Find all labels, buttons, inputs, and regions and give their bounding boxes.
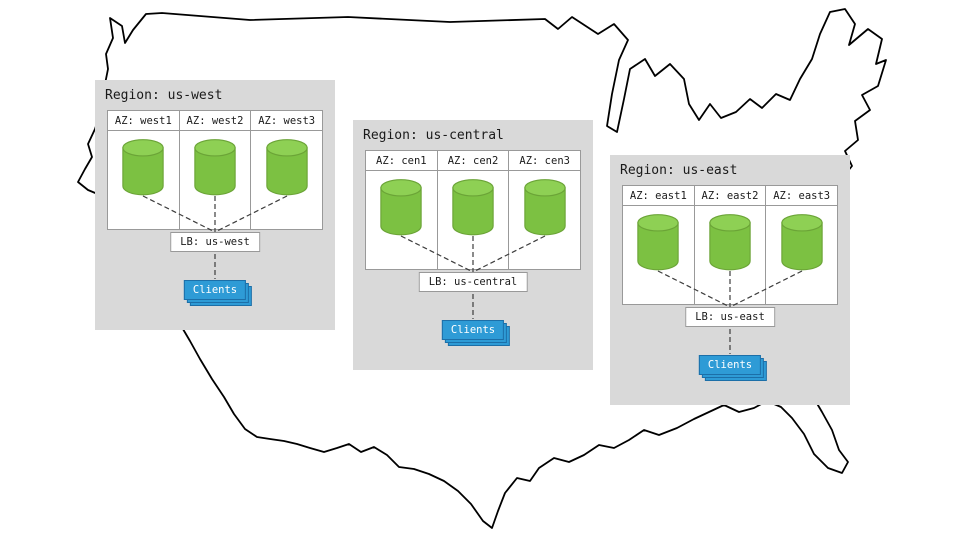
clients-label: Clients [192,284,238,296]
database-cylinder-icon [709,214,751,271]
clients-box: Clients [441,320,505,340]
az-panel: AZ: west1 AZ: west2 AZ: west3 [107,110,323,230]
az-column: AZ: east1 [623,186,695,304]
az-column: AZ: west1 [108,111,180,229]
az-column: AZ: cen3 [509,151,581,269]
az-panel: AZ: east1 AZ: east2 AZ: east3 [622,185,838,305]
clients-box: Clients [183,280,247,300]
az-label: AZ: west3 [251,111,323,131]
az-column: AZ: cen1 [366,151,438,269]
region-us-central: Region: us-central AZ: cen1 AZ: cen2 AZ:… [353,120,593,370]
region-title: Region: us-west [105,88,223,103]
az-column: AZ: east3 [766,186,838,304]
database-cylinder-icon [523,179,566,236]
database-cylinder-icon [122,139,165,196]
database-cylinder-icon [194,139,236,196]
database-cylinder-icon [780,214,823,271]
az-column: AZ: west2 [179,111,252,229]
az-label: AZ: east3 [766,186,838,206]
database-cylinder-icon [452,179,494,236]
database-cylinder-icon [380,179,423,236]
az-panel: AZ: cen1 AZ: cen2 AZ: cen3 [365,150,581,270]
az-label: AZ: west2 [179,111,251,131]
clients-box: Clients [698,355,762,375]
load-balancer-box: LB: us-west [170,232,260,252]
az-label: AZ: west1 [108,111,179,131]
clients-label: Clients [707,359,753,371]
az-label: AZ: cen3 [509,151,581,171]
az-label: AZ: cen2 [437,151,509,171]
az-column: AZ: east2 [694,186,767,304]
region-us-west: Region: us-west AZ: west1 AZ: west2 AZ: … [95,80,335,330]
clients-label: Clients [450,324,496,336]
database-cylinder-icon [265,139,308,196]
az-column: AZ: west3 [251,111,323,229]
region-us-east: Region: us-east AZ: east1 AZ: east2 AZ: … [610,155,850,405]
load-balancer-box: LB: us-east [685,307,775,327]
az-column: AZ: cen2 [437,151,510,269]
az-label: AZ: east2 [694,186,766,206]
database-cylinder-icon [637,214,680,271]
region-title: Region: us-central [363,128,504,143]
load-balancer-box: LB: us-central [418,272,528,292]
az-label: AZ: east1 [623,186,694,206]
region-title: Region: us-east [620,163,738,178]
az-label: AZ: cen1 [366,151,437,171]
